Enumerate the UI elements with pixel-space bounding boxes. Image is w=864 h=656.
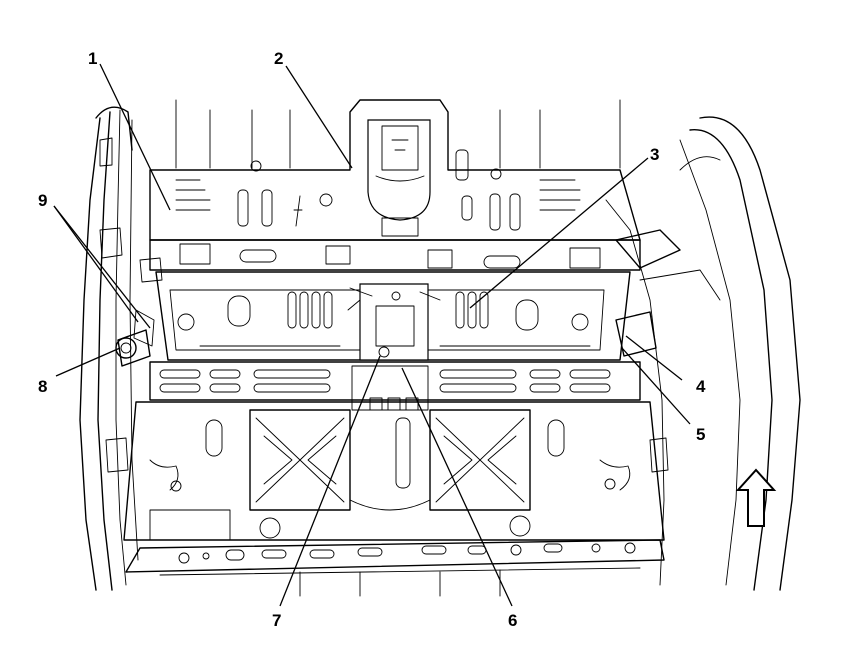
vehicle-floor-drawing [79,99,801,597]
leader-line-4 [625,335,683,381]
callout-1: 1 [88,49,97,68]
leader-lines [53,63,691,607]
mid-floor-panel [155,271,631,361]
callout-2: 2 [274,49,283,68]
left-body-side [79,106,163,591]
callout-6: 6 [508,611,517,630]
callout-4: 4 [696,377,706,396]
right-body-side [605,116,801,591]
rear-cross-member [125,539,665,597]
leader-line-6 [401,367,513,607]
left-anchor-detail [115,309,155,359]
console-tunnel [367,119,431,237]
leader-line-2 [285,65,353,169]
arrow-up-icon [735,468,777,527]
leader-line-5 [621,347,691,425]
rear-cross-band [149,361,641,411]
front-cross-member [149,239,641,271]
leader-line-1 [99,63,171,211]
leader-line-8 [55,347,121,377]
leader-line-9a [53,205,139,323]
callout-7: 7 [272,611,281,630]
leader-line-7 [279,355,381,607]
leader-line-3 [469,157,649,309]
callout-8: 8 [38,377,47,396]
callout-5: 5 [696,425,705,444]
leader-line-9b [53,205,151,329]
rear-floor-panel [123,401,665,541]
callout-3: 3 [650,145,659,164]
callout-labels: 1 2 3 4 5 6 7 8 9 [38,49,706,630]
callout-9: 9 [38,191,47,210]
